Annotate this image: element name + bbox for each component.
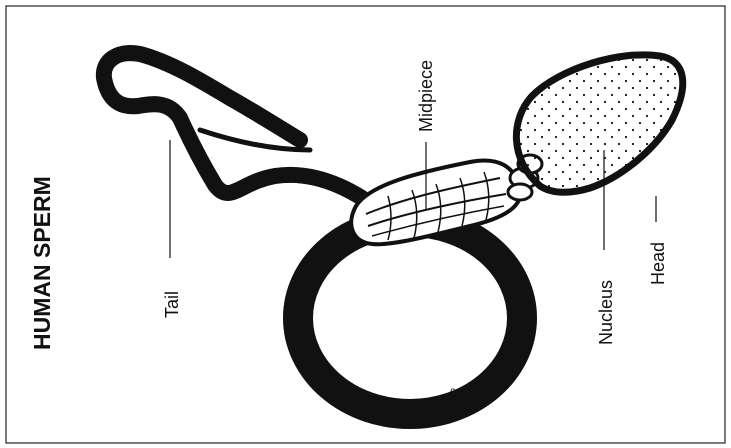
label-midpiece: Midpiece xyxy=(416,60,436,132)
tail-flagellum xyxy=(104,53,362,198)
label-head: Head xyxy=(648,242,668,285)
midpiece xyxy=(351,160,520,244)
label-nucleus: Nucleus xyxy=(596,280,616,345)
label-tail: Tail xyxy=(162,291,182,318)
diagram-title: HUMAN SPERM xyxy=(29,176,55,350)
loop-mark: ß xyxy=(450,388,456,399)
sperm-head xyxy=(516,55,682,192)
tail-loop xyxy=(298,222,522,414)
